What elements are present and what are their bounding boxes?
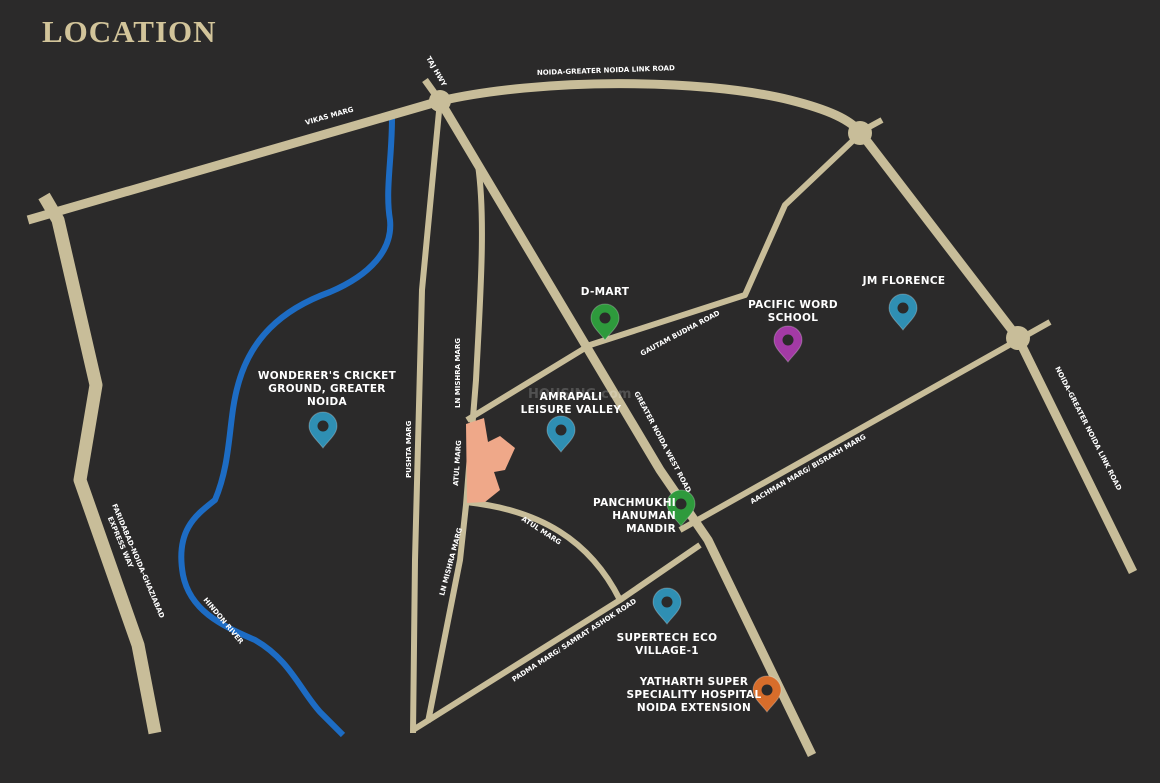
junction-east [1006, 326, 1030, 350]
poi-label-panchmukhi-hanuman-mandir: PANCHMUKHI HANUMAN MANDIR [593, 497, 676, 535]
road-label-hindon-river: HINDON RIVER [201, 596, 245, 646]
pushta-marg-road [410, 100, 443, 734]
hindon-river [178, 117, 395, 738]
road-label-link-road-top: NOIDA-GREATER NOIDA LINK ROAD [537, 64, 675, 77]
page-title: LOCATION [42, 14, 217, 49]
road-label-ln-mishra-upper: LN MISHRA MARG [454, 338, 462, 408]
watermark-text: HOUSING.com [528, 387, 631, 402]
map-pin-icon-yatharth-hospital[interactable] [752, 675, 782, 713]
project-site [466, 418, 515, 503]
poi-label-amrapali-leisure-valley: AMRAPALI LEISURE VALLEY [520, 391, 622, 416]
road-label-atul-marg-vertical: ATUL MARG [452, 440, 463, 486]
road-label-aachman-marg: AACHMAN MARG/ BISRAKH MARG [749, 433, 868, 506]
junction-taj-hwy [429, 90, 451, 112]
atul-marg-curve-road [465, 499, 623, 602]
gautam-budha-road [465, 129, 865, 423]
map-pin-icon-pacific-word-school[interactable] [773, 325, 803, 363]
road-network [26, 77, 1138, 757]
map-pin-icon-supertech-eco-village[interactable] [652, 587, 682, 625]
poi-label-pacific-word-school: PACIFIC WORD SCHOOL [748, 299, 838, 324]
faridabad-expressway-road [38, 192, 162, 735]
map-pin-icon-panchmukhi-hanuman-mandir[interactable] [666, 489, 696, 527]
noida-greater-noida-link-road-top [438, 79, 864, 136]
map-pins [308, 293, 918, 713]
vikas-marg-road [26, 96, 442, 225]
map-pin-icon-amrapali-leisure-valley[interactable] [546, 415, 576, 453]
poi-label-supertech-eco-village: SUPERTECH ECO VILLAGE-1 [616, 632, 718, 657]
road-label-pushta-marg: PUSHTA MARG [405, 420, 413, 478]
map-pin-icon-jm-florence[interactable] [888, 293, 918, 331]
aachman-marg-road [678, 319, 1052, 533]
junction-ne [848, 121, 872, 145]
poi-label-yatharth-hospital: YATHARTH SUPER SPECIALITY HOSPITAL NOIDA… [626, 676, 762, 714]
map-pin-icon-d-mart[interactable] [590, 303, 620, 341]
map-pin-icon-wonderers-cricket-ground[interactable] [308, 411, 338, 449]
atul-marg-vertical-road [425, 164, 485, 723]
poi-label-d-mart: D-MART [580, 286, 630, 298]
poi-label-wonderers-cricket-ground: WONDERER'S CRICKET GROUND, GREATER NOIDA [257, 370, 397, 408]
poi-label-jm-florence: JM FLORENCE [862, 275, 946, 287]
ln-mishra-link-road [445, 114, 481, 167]
